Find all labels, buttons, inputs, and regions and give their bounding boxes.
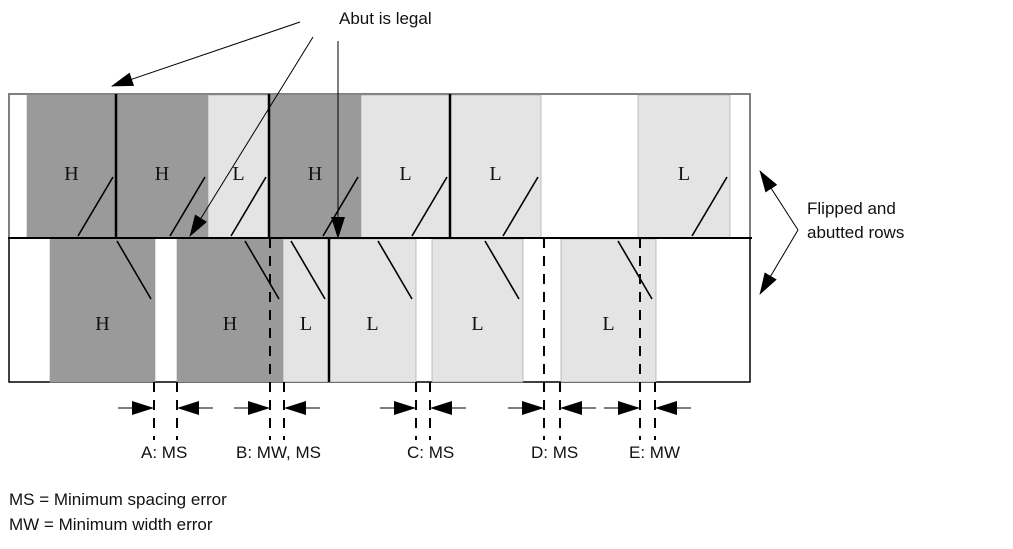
legend-mw: MW = Minimum width error (9, 515, 213, 534)
error-label-d: D: MS (531, 443, 578, 462)
rows-arrow-up (759, 170, 799, 231)
top-cell-low (207, 94, 270, 239)
top-cell-high (268, 94, 362, 239)
abut-arrow (111, 21, 301, 87)
top-row-cells (26, 94, 731, 239)
orientation-slash (502, 176, 539, 237)
flipped-rows-annotation: Flipped and abutted rows (759, 170, 904, 295)
top-cell-high (26, 94, 117, 239)
error-label-c: C: MS (407, 443, 454, 462)
error-label-b: B: MW, MS (236, 443, 321, 462)
orientation-marks (77, 176, 728, 300)
cell-label: H (95, 313, 109, 335)
cell-label: L (300, 313, 312, 335)
abut-label: Abut is legal (339, 9, 432, 28)
cell-label: L (678, 163, 690, 185)
error-labels: A: MS B: MW, MS C: MS D: MS E: MW (141, 443, 680, 462)
bottom-cell-low (328, 238, 417, 383)
orientation-slash (691, 176, 728, 237)
bottom-cell-high (176, 238, 284, 383)
orientation-slash (290, 240, 326, 300)
orientation-slash (230, 176, 267, 237)
legend-ms: MS = Minimum spacing error (9, 490, 227, 509)
cell-label: H (64, 163, 78, 185)
orientation-slash (169, 176, 206, 237)
cell-label: L (471, 313, 483, 335)
cell-label: L (602, 313, 614, 335)
cell-label: L (489, 163, 501, 185)
orientation-slash (322, 176, 359, 237)
abut-arrow (189, 36, 314, 237)
error-label-a: A: MS (141, 443, 187, 462)
orientation-slash (77, 176, 114, 237)
cell-label: H (155, 163, 169, 185)
bottom-cell-low (282, 238, 330, 383)
abut-annotation: Abut is legal (111, 9, 432, 239)
orientation-slash (244, 240, 280, 300)
orientation-slash (411, 176, 448, 237)
bottom-cell-high (49, 238, 156, 383)
orientation-slash (484, 240, 520, 300)
rows-label-line1: Flipped and (807, 199, 896, 218)
rows-label-line2: abutted rows (807, 223, 904, 242)
cell-label: L (366, 313, 378, 335)
error-guides (153, 238, 656, 440)
orientation-slash (377, 240, 413, 300)
cell-labels: H H L H L L L H H L L L L (64, 163, 690, 335)
cell-label: H (223, 313, 237, 335)
orientation-slash (617, 240, 653, 300)
top-cell-low (360, 94, 451, 239)
abut-lines (114, 94, 452, 382)
top-cell-low (449, 94, 542, 239)
orientation-slash (116, 240, 152, 300)
bottom-row-cells (49, 238, 657, 383)
legend: MS = Minimum spacing error MW = Minimum … (9, 490, 227, 534)
rows-arrow-down (759, 229, 799, 295)
cell-label: H (308, 163, 322, 185)
bottom-cell-low (431, 238, 524, 383)
cell-label: L (232, 163, 244, 185)
cell-label: L (399, 163, 411, 185)
top-cell-high (115, 94, 209, 239)
bottom-cell-low (560, 238, 657, 383)
error-label-e: E: MW (629, 443, 680, 462)
